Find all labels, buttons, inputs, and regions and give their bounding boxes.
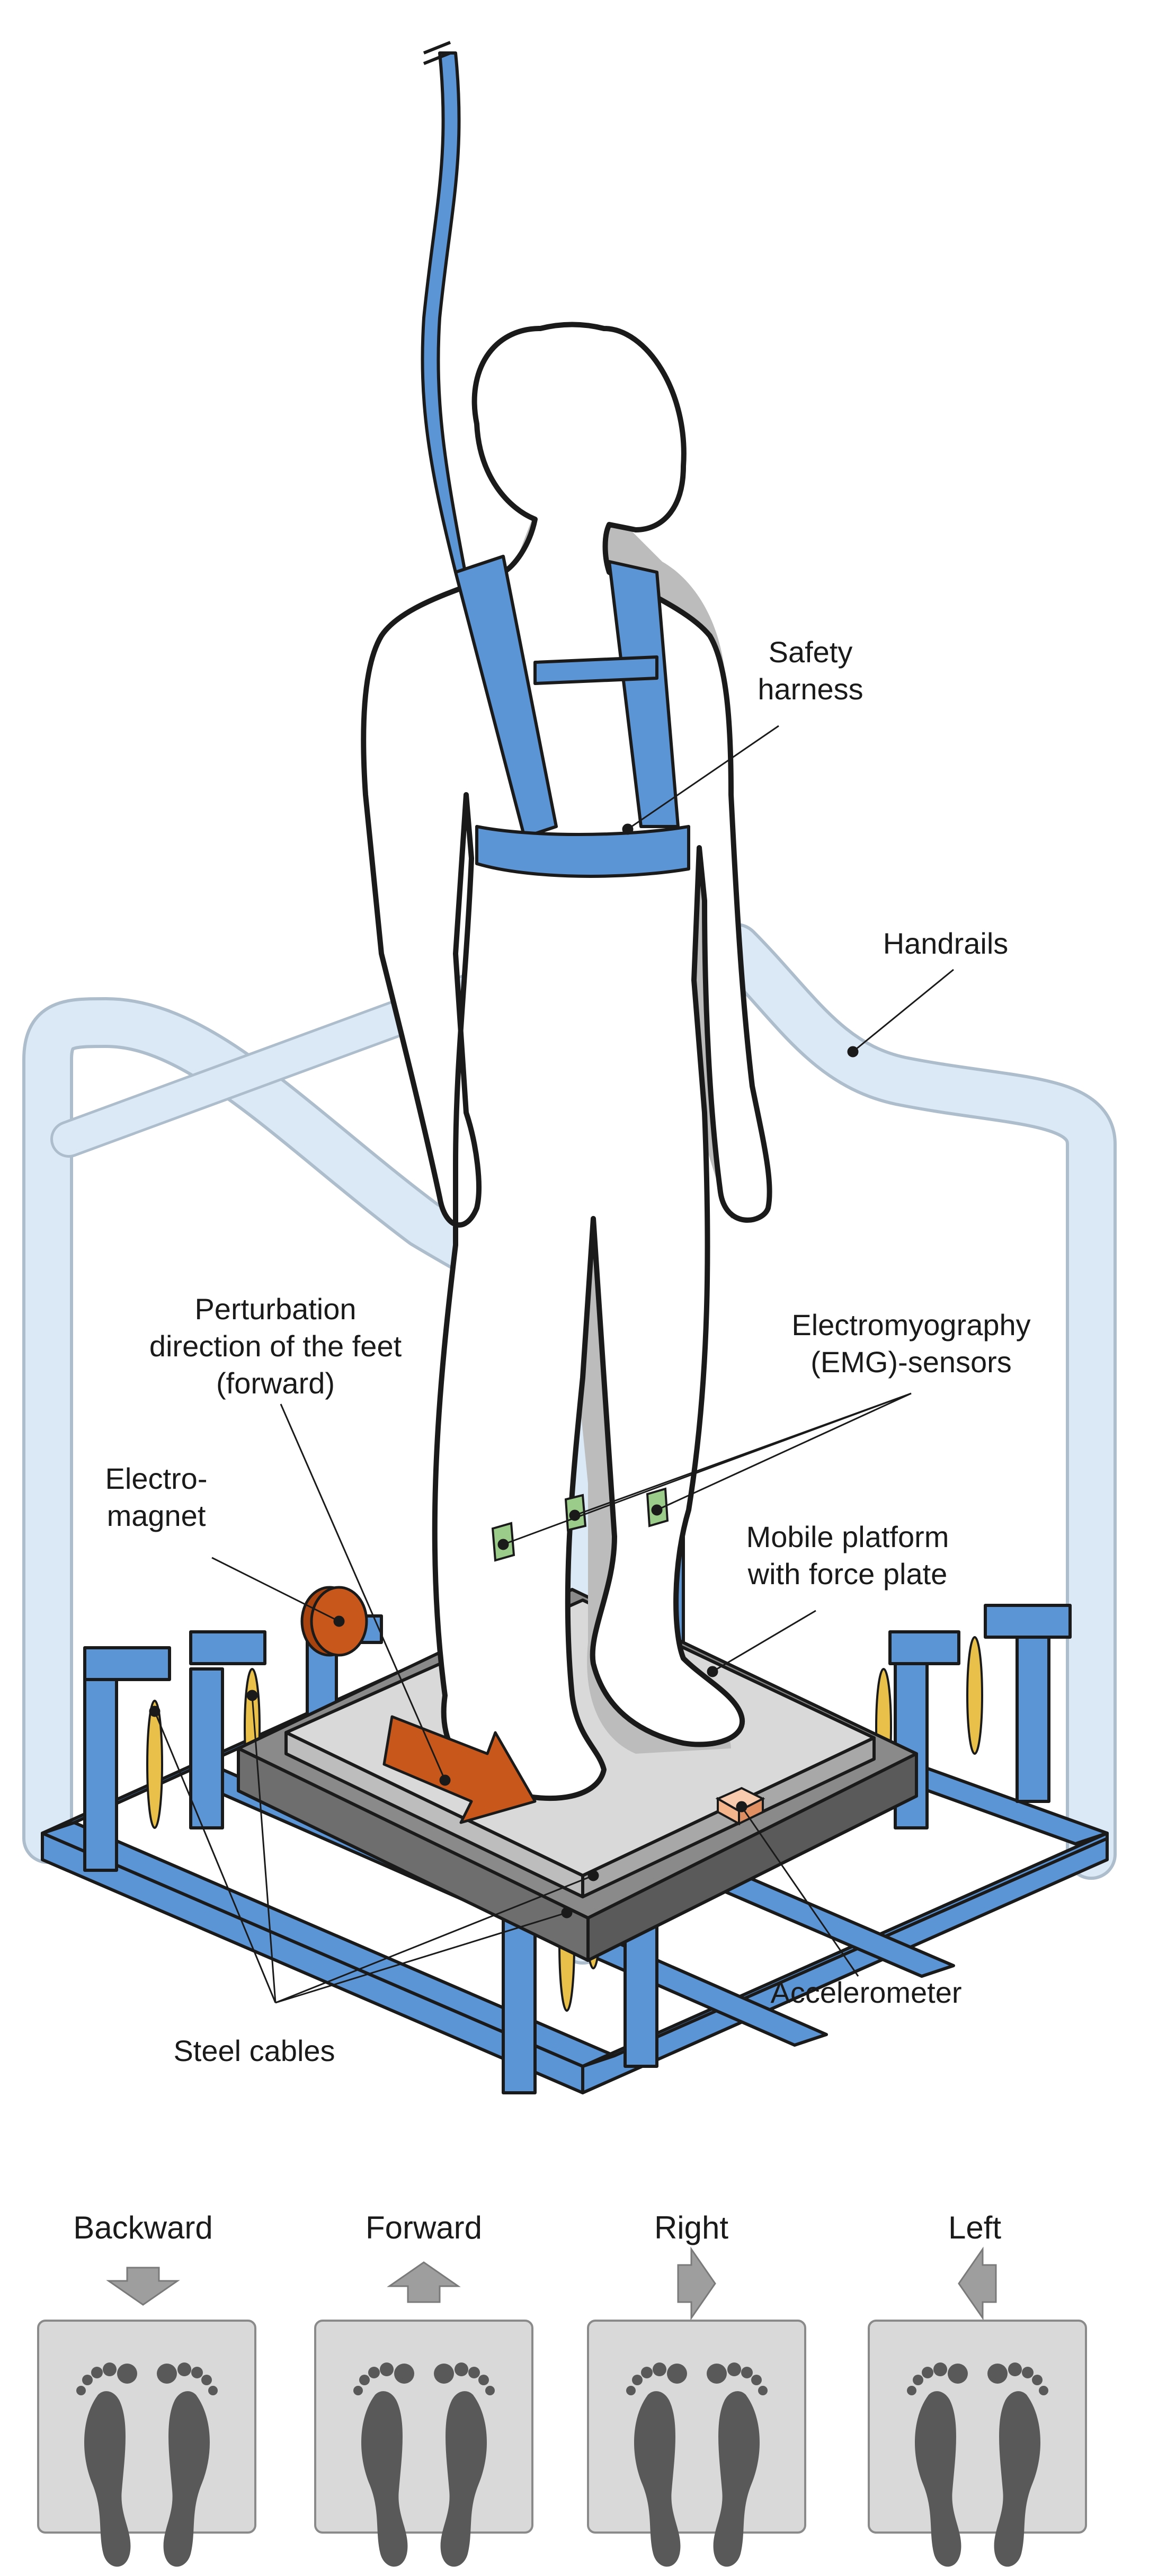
direction-right: Right	[587, 2210, 806, 2567]
direction-panels: Backward Forward Right	[37, 2210, 1087, 2567]
label-safety-harness-2: harness	[758, 672, 863, 706]
left-arrow-icon	[958, 2246, 997, 2321]
foot-panel-backward	[37, 2320, 256, 2534]
label-emg-2: (EMG)-sensors	[810, 1345, 1012, 1379]
right-arrow-icon	[677, 2246, 716, 2321]
direction-label-backward: Backward	[73, 2210, 212, 2245]
direction-label-left: Left	[948, 2210, 1001, 2245]
rope-cut-mark	[423, 41, 451, 55]
label-accelerometer: Accelerometer	[770, 1976, 961, 2009]
up-arrow-icon	[387, 2261, 461, 2303]
label-mobile-platform-1: Mobile platform	[746, 1520, 949, 1553]
direction-left: Left	[868, 2210, 1087, 2567]
label-electromagnet-2: magnet	[107, 1499, 206, 1532]
direction-backward: Backward	[37, 2210, 256, 2567]
perturbation-arrow	[382, 1715, 537, 1824]
label-perturbation-3: (forward)	[216, 1366, 335, 1400]
label-emg-1: Electromyography	[791, 1308, 1030, 1342]
foot-panel-forward	[314, 2320, 533, 2534]
labels: Safety harness Handrails Perturbation di…	[105, 635, 1031, 2067]
direction-label-right: Right	[654, 2210, 728, 2245]
label-mobile-platform-2: with force plate	[747, 1557, 948, 1591]
foot-panel-right	[587, 2320, 806, 2534]
label-safety-harness-1: Safety	[769, 635, 853, 669]
foot-panel-left	[868, 2320, 1087, 2534]
direction-forward: Forward	[314, 2210, 533, 2567]
label-electromagnet-1: Electro-	[105, 1462, 208, 1495]
direction-label-forward: Forward	[366, 2210, 482, 2245]
label-perturbation-1: Perturbation	[194, 1292, 356, 1326]
label-perturbation-2: direction of the feet	[149, 1329, 402, 1363]
accelerometer-sensor	[715, 1787, 765, 1826]
safety-harness	[421, 51, 690, 878]
down-arrow-icon	[106, 2267, 180, 2306]
label-handrails: Handrails	[883, 927, 1009, 960]
human-figure	[361, 322, 772, 1801]
rope-cut-mark	[423, 51, 451, 65]
leader-lines	[149, 725, 954, 2004]
label-steel-cables: Steel cables	[173, 2034, 335, 2067]
